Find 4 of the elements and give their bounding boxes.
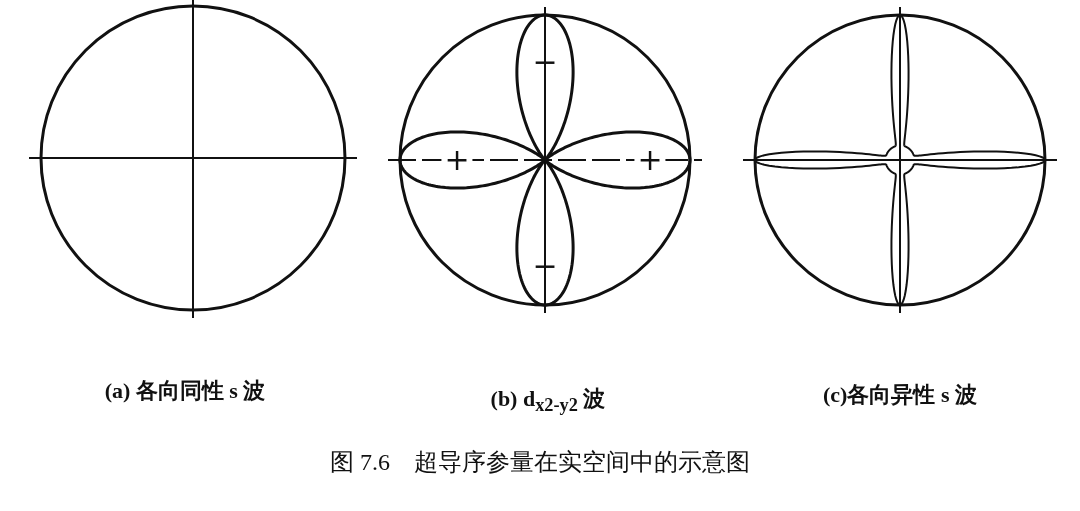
panel-caption: (b) d$_{x2-y2}$ 波 (490, 384, 606, 417)
panel-caption: (a) 各向同性 s 波 (104, 377, 266, 405)
panel-caption: (c)各向异性 s 波 (823, 381, 977, 409)
figure-caption: 图 7.6 超导序参量在实空间中的示意图 (330, 448, 750, 477)
